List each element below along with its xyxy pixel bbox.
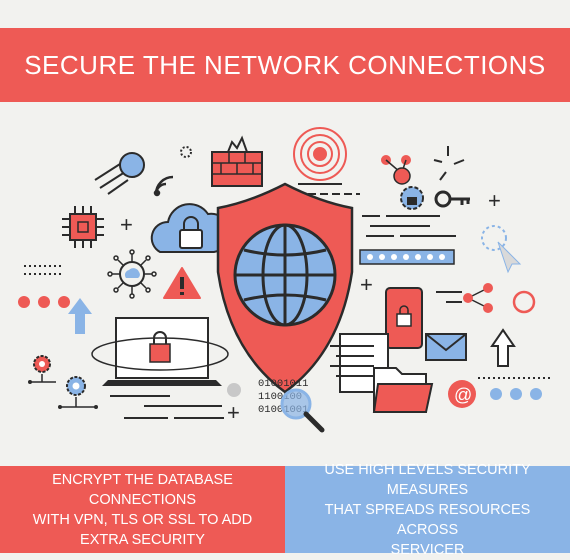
- encrypt-panel: ENCRYPT THE DATABASE CONNECTIONS WITH VP…: [0, 466, 285, 553]
- envelope-icon: [425, 333, 467, 361]
- encrypt-text-line: WITH VPN, TLS OR SSL TO ADD: [32, 511, 253, 528]
- dotted-lines: [24, 265, 64, 275]
- firewall-icon: [211, 135, 263, 187]
- gear-icon: [28, 355, 56, 384]
- chip-icon: [62, 206, 104, 248]
- encrypt-text-line: EXTRA SECURITY: [80, 531, 205, 548]
- gear-icon: [58, 376, 98, 409]
- security-text-line: SERVICER: [390, 541, 465, 558]
- ring-icon: [512, 290, 536, 314]
- plus-icon: +: [227, 400, 240, 425]
- arrow-up-outline-icon: [490, 328, 516, 367]
- sparkle-icon: [433, 146, 465, 181]
- security-measures-panel: USE HIGH LEVELS SECURITY MEASURES THAT S…: [285, 462, 570, 558]
- blue-dots: [490, 388, 542, 400]
- footer: ENCRYPT THE DATABASE CONNECTIONS WITH VP…: [0, 462, 570, 558]
- cloud-lock-icon: [150, 203, 232, 253]
- share-icon: [436, 283, 493, 313]
- binary-line: 01001011: [258, 378, 308, 390]
- dashed-lines: [362, 215, 456, 237]
- plus-icon: +: [488, 188, 501, 213]
- grey-dot: [227, 383, 241, 397]
- email-at-icon: @: [448, 380, 476, 408]
- dashed-lines: [110, 395, 224, 419]
- red-dots: [18, 296, 70, 308]
- plus-icon: +: [360, 272, 373, 297]
- folder-icon: [372, 367, 434, 413]
- comet-icon: [94, 152, 145, 195]
- document-icon: [330, 333, 389, 393]
- encrypt-text-line: ENCRYPT THE DATABASE CONNECTIONS: [52, 471, 233, 508]
- dotted-circle-icon: [180, 146, 192, 158]
- warning-icon: [163, 267, 201, 299]
- laptop-lock-icon: [91, 317, 229, 386]
- smartphone-lock-icon: [385, 287, 423, 349]
- network-lock-icon: [381, 155, 411, 185]
- shield-globe-icon: [216, 182, 354, 394]
- security-illustration: + +: [18, 127, 550, 433]
- arrow-up-icon: [68, 298, 92, 334]
- wifi-icon: [153, 175, 174, 197]
- gear-lock-icon: [400, 186, 424, 210]
- page-title: SECURE THE NETWORK CONNECTIONS: [24, 49, 546, 80]
- cursor-icon: [481, 225, 522, 274]
- key-icon: [434, 190, 470, 208]
- security-text-line: USE HIGH LEVELS SECURITY MEASURES: [324, 461, 531, 498]
- magnifier-icon: [280, 388, 325, 433]
- page-title-banner: SECURE THE NETWORK CONNECTIONS: [0, 28, 570, 102]
- security-text-line: THAT SPREADS RESOURCES ACROSS: [324, 501, 531, 538]
- blue-dots-bar: [359, 249, 455, 265]
- radar-signal-icon: [293, 127, 360, 195]
- gear-network-icon: [107, 249, 157, 299]
- plus-icon: +: [120, 212, 133, 237]
- email-at-symbol: @: [454, 385, 472, 405]
